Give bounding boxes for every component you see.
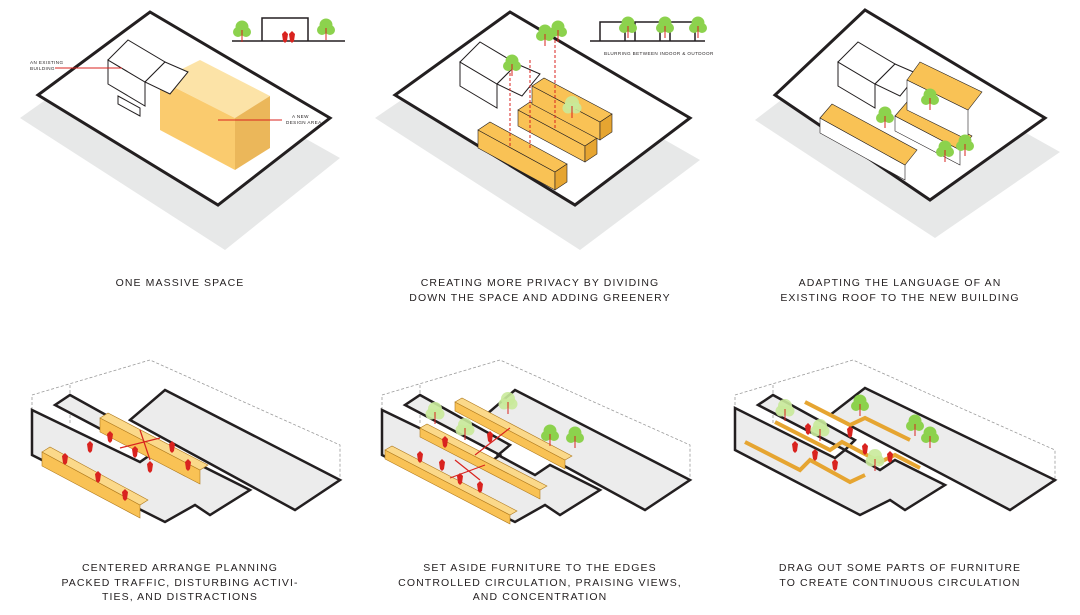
caption-line: TO CREATE CONTINUOUS CIRCULATION — [779, 576, 1021, 589]
caption-furniture-edges: SET ASIDE FURNITURE TO THE EDGES CONTROL… — [360, 561, 720, 605]
caption-line: PACKED TRAFFIC, DISTURBING ACTIVI- — [61, 576, 299, 589]
panel-one-massive-space: AN EXISTING BUILDING A NEW DESIGN AREA O… — [0, 0, 360, 310]
label-existing-building-line2: BUILDING — [30, 66, 55, 71]
existing-house-icon — [837, 41, 919, 109]
label-new-design-area-line2: DESIGN AREA — [286, 120, 322, 125]
label-existing-building-line1: AN EXISTING — [30, 60, 64, 65]
panel-centered-planning: CENTERED ARRANGE PLANNING PACKED TRAFFIC… — [0, 310, 360, 615]
diagram-adapting-roof — [755, 8, 1060, 238]
existing-house-icon — [107, 39, 189, 117]
caption-privacy-dividing: CREATING MORE PRIVACY BY DIVIDING DOWN T… — [360, 276, 720, 305]
caption-line: TIES, AND DISTRACTIONS — [101, 591, 259, 603]
caption-line: CREATING MORE PRIVACY BY DIVIDING — [420, 277, 660, 289]
section-one-room-icon — [232, 17, 345, 43]
caption-line: SET ASIDE FURNITURE TO THE EDGES — [423, 562, 657, 574]
caption-line: CENTERED ARRANGE PLANNING — [81, 562, 279, 574]
diagram-privacy-dividing: BLURRING BETWEEN INDOOR & OUTDOOR — [375, 10, 714, 250]
caption-line: ONE MASSIVE SPACE — [115, 277, 245, 289]
diagram-furniture-edges — [380, 359, 693, 525]
diagram-centered-planning — [30, 359, 343, 524]
existing-house-icon — [459, 41, 541, 109]
caption-line: DOWN THE SPACE AND ADDING GREENERY — [409, 291, 671, 304]
caption-centered-planning: CENTERED ARRANGE PLANNING PACKED TRAFFIC… — [0, 561, 360, 605]
section-three-rooms-icon — [590, 16, 708, 42]
caption-line: CONTROLLED CIRCULATION, PRAISING VIEWS, — [398, 576, 682, 589]
panel-privacy-dividing: BLURRING BETWEEN INDOOR & OUTDOOR CREATI… — [360, 0, 720, 310]
panel-adapting-roof: ADAPTING THE LANGUAGE OF AN EXISTING ROO… — [720, 0, 1080, 310]
caption-continuous-circulation: DRAG OUT SOME PARTS OF FURNITURE TO CREA… — [720, 561, 1080, 590]
caption-one-massive-space: ONE MASSIVE SPACE — [0, 276, 360, 291]
diagram-continuous-circulation — [733, 359, 1058, 517]
panel-furniture-edges: SET ASIDE FURNITURE TO THE EDGES CONTROL… — [360, 310, 720, 615]
panel-continuous-circulation: DRAG OUT SOME PARTS OF FURNITURE TO CREA… — [720, 310, 1080, 615]
label-new-design-area-line1: A NEW — [292, 114, 309, 119]
diagram-one-massive-space: AN EXISTING BUILDING A NEW DESIGN AREA — [20, 10, 345, 250]
caption-line: ADAPTING THE LANGUAGE OF AN — [798, 277, 1002, 289]
caption-line: DRAG OUT SOME PARTS OF FURNITURE — [778, 562, 1022, 574]
caption-line: AND CONCENTRATION — [472, 591, 608, 603]
caption-adapting-roof: ADAPTING THE LANGUAGE OF AN EXISTING ROO… — [720, 276, 1080, 305]
caption-line: EXISTING ROOF TO THE NEW BUILDING — [780, 291, 1020, 304]
label-blurring: BLURRING BETWEEN INDOOR & OUTDOOR — [604, 51, 714, 56]
